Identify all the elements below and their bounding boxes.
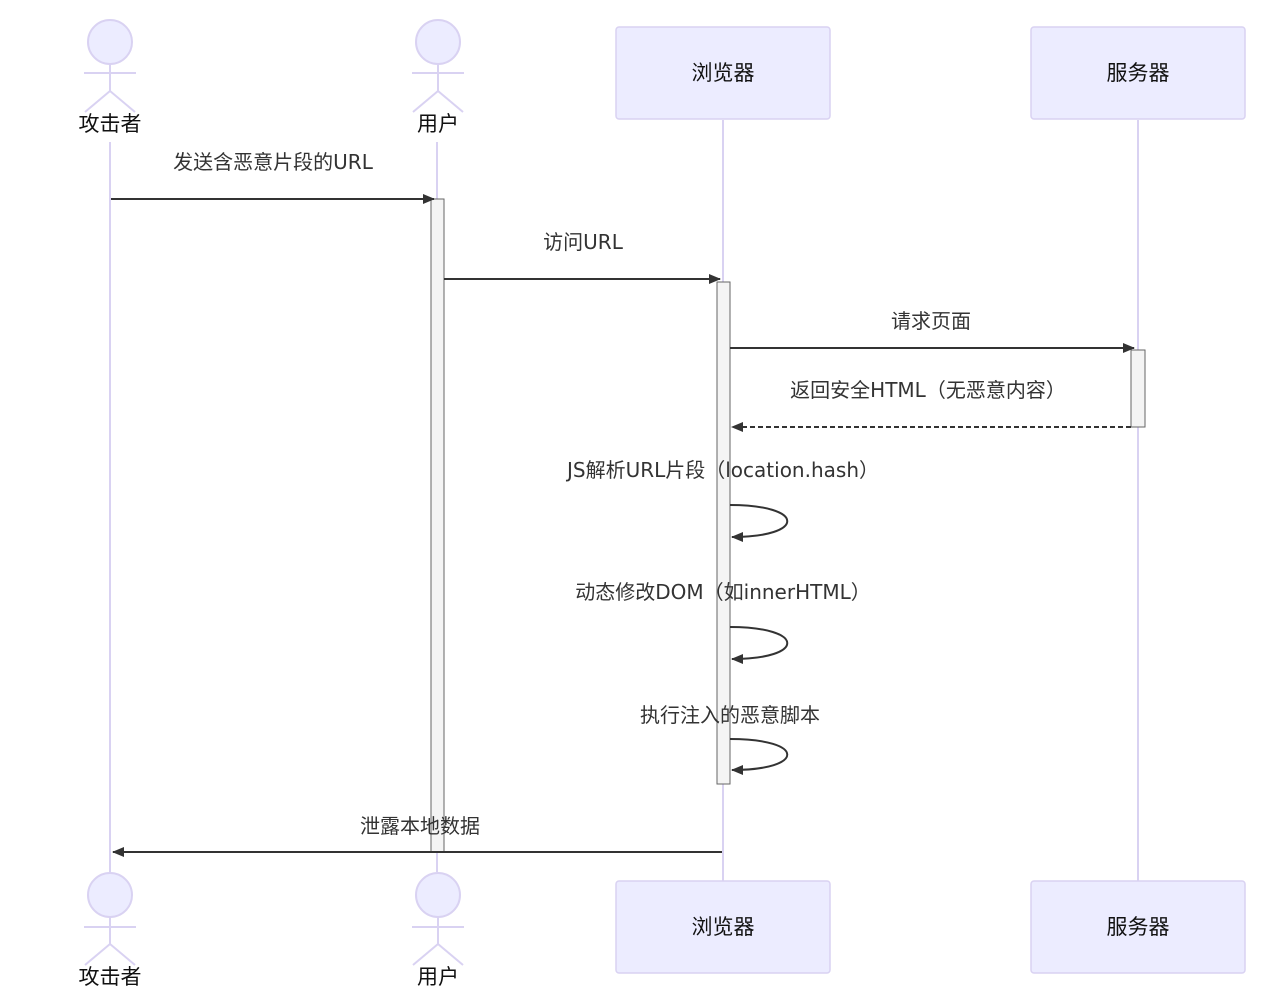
message-label: JS解析URL片段（location.hash） xyxy=(565,458,879,482)
self-loop-arrow xyxy=(729,738,789,775)
message-label: 访问URL xyxy=(543,230,624,254)
actor-head-icon xyxy=(87,872,133,918)
participant-server-top: 服务器 xyxy=(1030,26,1246,120)
message-7-self: 执行注入的恶意脚本 xyxy=(640,703,820,775)
activation-server xyxy=(1130,349,1146,428)
actor-user-bottom: 用户 xyxy=(412,872,464,989)
actor-label: 攻击者 xyxy=(79,965,142,989)
participant-label: 服务器 xyxy=(1107,61,1170,85)
actor-head-icon xyxy=(415,872,461,918)
message-6-self: 动态修改DOM（如innerHTML） xyxy=(575,580,871,664)
message-label: 返回安全HTML（无恶意内容） xyxy=(790,378,1066,402)
message-2: 访问URL xyxy=(444,230,721,284)
actor-label: 攻击者 xyxy=(79,112,142,136)
message-label: 泄露本地数据 xyxy=(360,814,480,838)
activation-user xyxy=(430,198,445,853)
actor-label: 用户 xyxy=(417,112,459,136)
actor-attacker-top: 攻击者 xyxy=(79,19,142,136)
self-loop-arrow xyxy=(729,504,789,542)
message-3: 请求页面 xyxy=(730,309,1135,353)
message-1: 发送含恶意片段的URL xyxy=(111,150,435,204)
message-label: 执行注入的恶意脚本 xyxy=(640,703,820,727)
message-4: 返回安全HTML（无恶意内容） xyxy=(731,378,1131,432)
message-5-self: JS解析URL片段（location.hash） xyxy=(565,458,879,542)
participant-browser-top: 浏览器 xyxy=(615,26,831,120)
self-loop-arrow xyxy=(729,626,789,664)
message-8: 泄露本地数据 xyxy=(112,814,722,857)
participant-server-bottom: 服务器 xyxy=(1030,880,1246,974)
message-label: 动态修改DOM（如innerHTML） xyxy=(575,580,871,604)
actor-head-icon xyxy=(87,19,133,65)
message-label: 发送含恶意片段的URL xyxy=(173,150,374,174)
participant-browser-bottom: 浏览器 xyxy=(615,880,831,974)
participant-label: 服务器 xyxy=(1107,915,1170,939)
actor-user-top: 用户 xyxy=(412,19,464,136)
actor-head-icon xyxy=(415,19,461,65)
actor-attacker-bottom: 攻击者 xyxy=(79,872,142,989)
message-label: 请求页面 xyxy=(891,309,971,333)
actor-label: 用户 xyxy=(417,965,459,989)
participant-label: 浏览器 xyxy=(692,61,755,85)
participant-label: 浏览器 xyxy=(692,915,755,939)
activation-browser xyxy=(716,281,731,785)
